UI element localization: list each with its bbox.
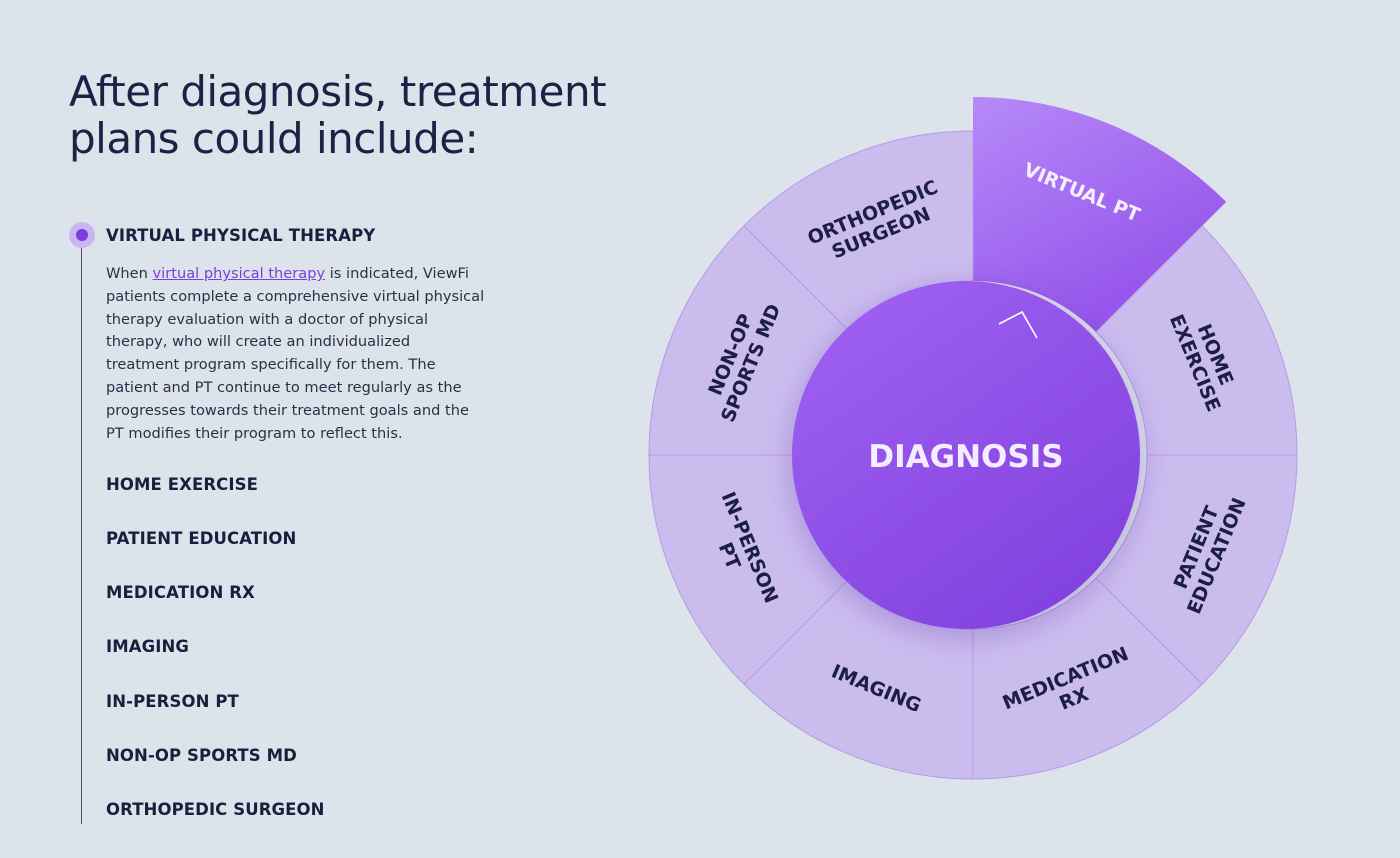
- list-item-virtual-physical-therapy[interactable]: VIRTUAL PHYSICAL THERAPY: [106, 226, 376, 245]
- wheel-segment-home-exercise[interactable]: [1095, 225, 1298, 456]
- list-item-non-op-sports-md[interactable]: NON-OP SPORTS MD: [106, 746, 297, 765]
- list-item-in-person-pt[interactable]: IN-PERSON PT: [106, 692, 239, 711]
- active-indicator-dot-icon: [69, 222, 95, 248]
- list-item-home-exercise[interactable]: HOME EXERCISE: [106, 475, 258, 494]
- wheel-segment-virtual-pt[interactable]: [973, 97, 1227, 332]
- wheel-segments: VIRTUAL PTHOMEEXERCISEPATIENTEDUCATIONME…: [648, 97, 1298, 780]
- list-item-orthopedic-surgeon[interactable]: ORTHOPEDIC SURGEON: [106, 800, 325, 819]
- diagnosis-center: [792, 281, 1140, 629]
- list-item-patient-education[interactable]: PATIENT EDUCATION: [106, 529, 297, 548]
- wheel-segment-patient-education[interactable]: [1095, 454, 1298, 685]
- list-item-imaging[interactable]: IMAGING: [106, 637, 190, 656]
- page-title: After diagnosis, treatment plans could i…: [69, 67, 607, 163]
- treatment-list: VIRTUAL PHYSICAL THERAPY When virtual ph…: [0, 0, 560, 858]
- diagnosis-label: DIAGNOSIS: [868, 439, 1063, 475]
- virtual-physical-therapy-description: When virtual physical therapy is indicat…: [106, 265, 485, 442]
- pointer-caret-icon: [998, 310, 1038, 339]
- virtual-physical-therapy-link[interactable]: virtual physical therapy: [152, 265, 326, 282]
- list-item-medication-rx[interactable]: MEDICATION RX: [106, 583, 255, 602]
- timeline-line: [81, 246, 82, 824]
